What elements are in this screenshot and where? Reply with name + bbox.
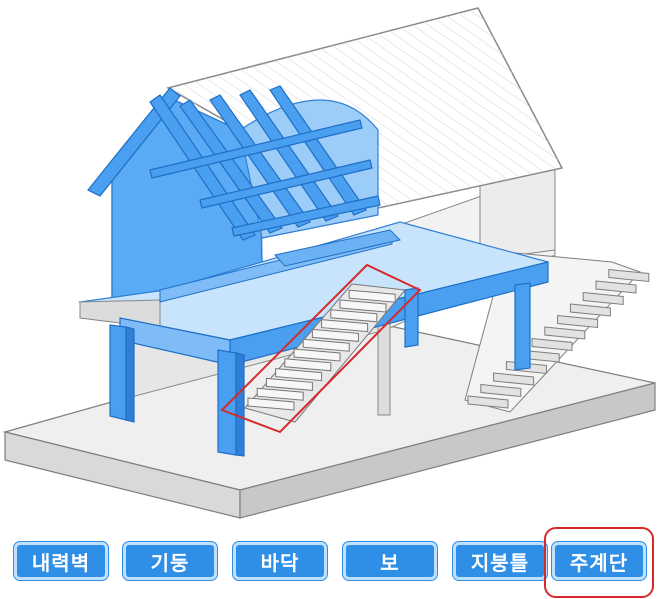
roof-truss-button[interactable]: 지붕틀 (453, 542, 547, 580)
floor-button[interactable]: 바닥 (233, 542, 327, 580)
house-structure-illustration (0, 0, 657, 528)
column-button[interactable]: 기둥 (123, 542, 217, 580)
beam-button[interactable]: 보 (343, 542, 437, 580)
selected-outline (544, 527, 654, 598)
part-selector: 내력벽 기둥 바닥 보 지붕틀 주계단 (0, 528, 657, 599)
bearing-wall-button[interactable]: 내력벽 (14, 542, 108, 580)
